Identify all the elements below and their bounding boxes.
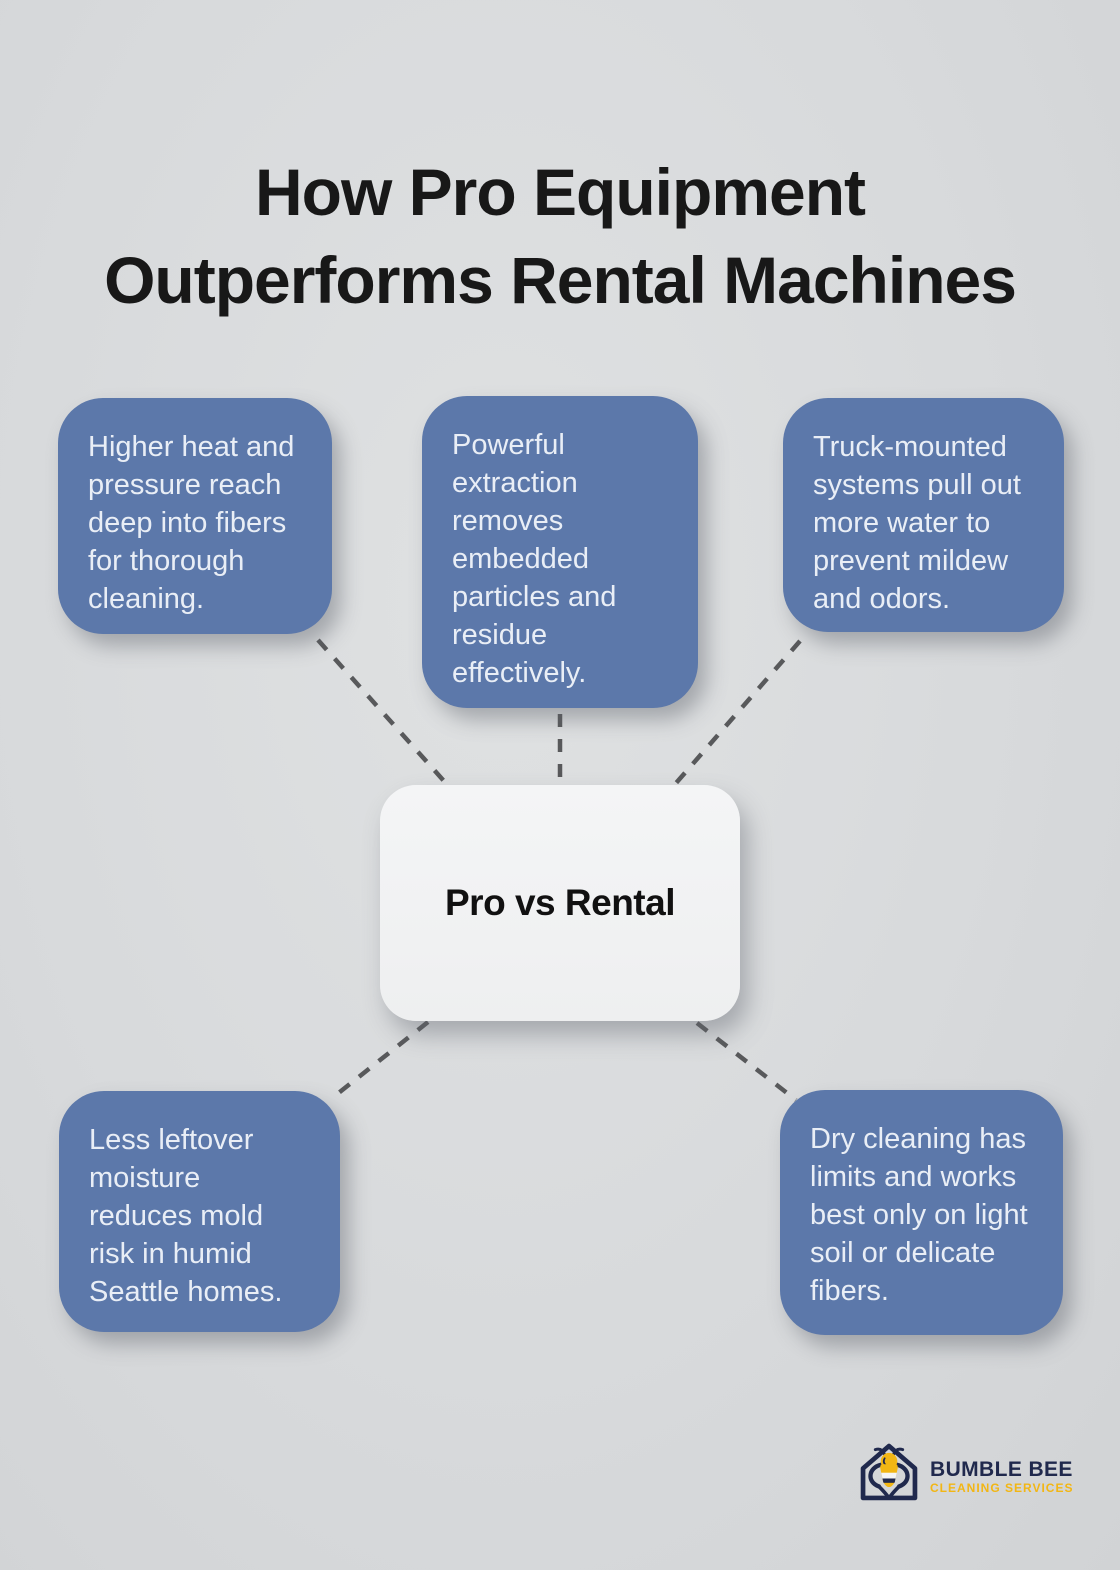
- benefit-box-dry-cleaning-limits: Dry cleaning has limits and works best o…: [780, 1090, 1063, 1335]
- benefit-box-less-moisture: Less leftover moisture reduces mold risk…: [59, 1091, 340, 1332]
- logo-tagline: CLEANING SERVICES: [930, 1481, 1074, 1495]
- benefit-text: Dry cleaning has limits and works best o…: [810, 1123, 1028, 1307]
- logo-company-name: BUMBLE BEE: [930, 1458, 1073, 1481]
- company-logo: BUMBLE BEE CLEANING SERVICES: [851, 1441, 1073, 1503]
- benefit-box-truck-mounted: Truck-mounted systems pull out more wate…: [783, 398, 1064, 632]
- logo-text: BUMBLE BEE CLEANING SERVICES: [930, 1449, 1074, 1496]
- benefit-text: Powerful extraction removes embedded par…: [452, 429, 617, 689]
- benefit-text: Truck-mounted systems pull out more wate…: [813, 431, 1021, 615]
- connector-center-to-bottom-left: [329, 1020, 430, 1101]
- central-node: Pro vs Rental: [380, 785, 740, 1021]
- page-title: How Pro Equipment Outperforms Rental Mac…: [0, 148, 1120, 324]
- connector-center-to-bottom-right: [695, 1021, 798, 1102]
- benefit-text: Less leftover moisture reduces mold risk…: [89, 1124, 283, 1308]
- benefit-box-heat-pressure: Higher heat and pressure reach deep into…: [58, 398, 332, 634]
- benefit-box-extraction: Powerful extraction removes embedded par…: [422, 396, 698, 708]
- benefit-text: Higher heat and pressure reach deep into…: [88, 431, 295, 615]
- page-title-line-2: Outperforms Rental Machines: [104, 243, 1017, 318]
- central-node-label: Pro vs Rental: [445, 882, 675, 923]
- page-title-line-1: How Pro Equipment: [255, 155, 866, 230]
- bee-house-icon: [860, 1443, 918, 1501]
